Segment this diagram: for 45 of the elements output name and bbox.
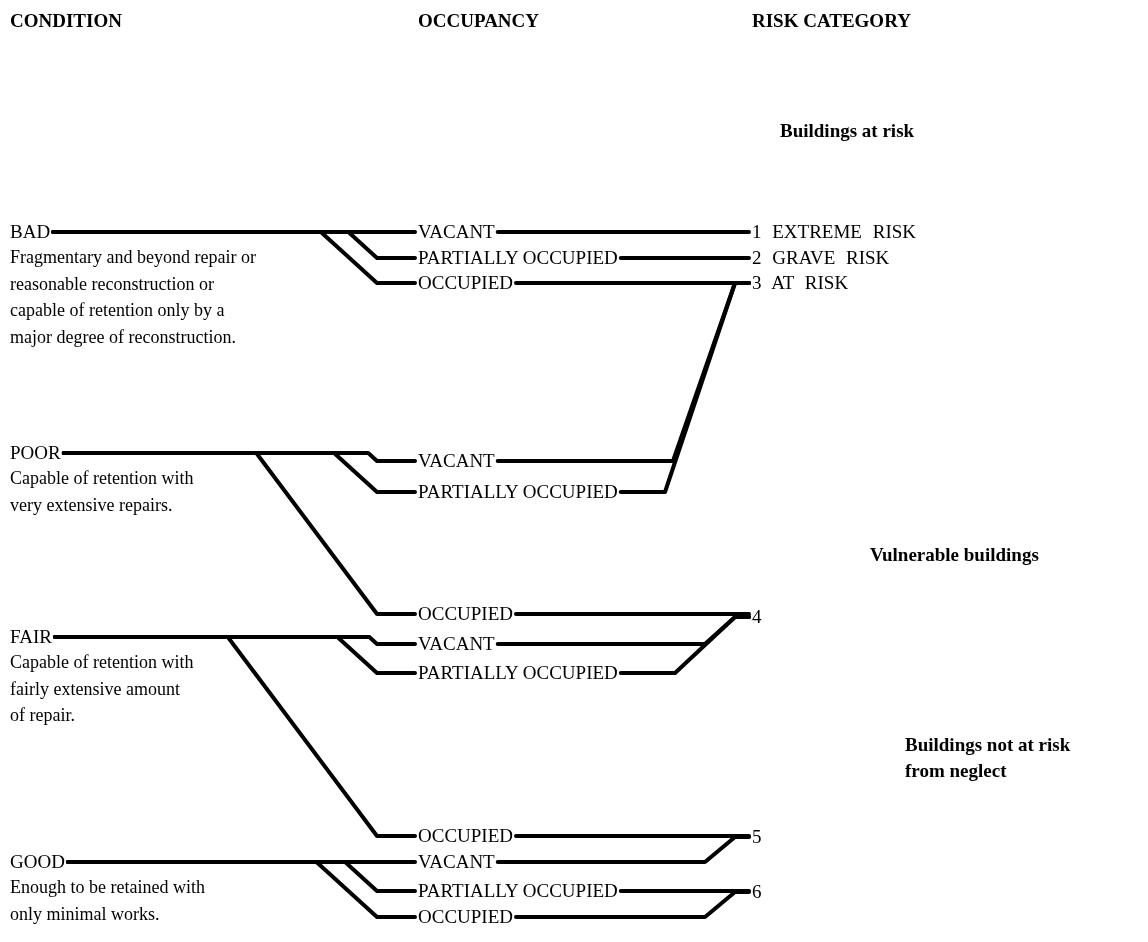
occupancy-text: VACANT [418, 633, 495, 655]
condition-text: FAIR [10, 626, 52, 648]
description-text: Enough to be retained with only minimal works. [10, 876, 206, 926]
connector-line [65, 860, 417, 919]
group-heading: Buildings at risk [780, 119, 915, 143]
group-heading: Vulnerable buildings [870, 543, 1039, 567]
connector-line [495, 835, 751, 864]
description-text: Capable of retention with very extensive repairs. [10, 467, 195, 517]
occupancy-text: OCCUPIED [418, 603, 513, 625]
occupancy-text: OCCUPIED [418, 906, 513, 928]
occupancy-text: PARTIALLY OCCUPIED [418, 247, 618, 269]
occupancy-text: PARTIALLY OCCUPIED [418, 880, 618, 902]
connector-line [618, 615, 751, 675]
condition-text: BAD [10, 221, 51, 243]
risk-category-text: 5 [752, 826, 762, 848]
risk-category-text: 4 [752, 606, 762, 628]
occupancy-text: VACANT [418, 221, 495, 243]
risk-category-text: 6 [752, 881, 762, 903]
condition-text: POOR [10, 442, 61, 464]
group-heading: Buildings not at risk from neglect [905, 733, 1072, 783]
connector-line [514, 612, 751, 616]
condition-text: GOOD [10, 851, 65, 873]
occupancy-text: VACANT [418, 851, 495, 873]
risk-category-text: 1 EXTREME RISK [752, 221, 916, 243]
column-heading: OCCUPANCY [418, 9, 540, 33]
occupancy-text: VACANT [418, 450, 495, 472]
column-heading: CONDITION [10, 9, 122, 33]
connector-line [52, 635, 417, 838]
connector-line [495, 230, 751, 234]
connector-line [51, 230, 417, 285]
occupancy-text: OCCUPIED [418, 825, 513, 847]
description-text: Capable of retention with fairly extensive amount of repair. [10, 651, 195, 727]
description-text: Fragmentary and beyond repair or reasonable reconstruction or capable of retention only by a major degree of reconstruction. [10, 246, 257, 349]
column-heading: RISK CATEGORY [752, 9, 911, 33]
risk-category-text: 3 AT RISK [752, 272, 849, 294]
connector-line [61, 451, 417, 616]
connector-line [618, 889, 751, 893]
occupancy-text: PARTIALLY OCCUPIED [418, 481, 618, 503]
risk-category-text: 2 GRAVE RISK [752, 247, 890, 269]
occupancy-text: OCCUPIED [418, 272, 513, 294]
connector-line [514, 834, 751, 838]
connector-line [618, 256, 751, 260]
occupancy-text: PARTIALLY OCCUPIED [418, 662, 618, 684]
connector-line [514, 890, 751, 919]
connector-line [618, 281, 751, 494]
